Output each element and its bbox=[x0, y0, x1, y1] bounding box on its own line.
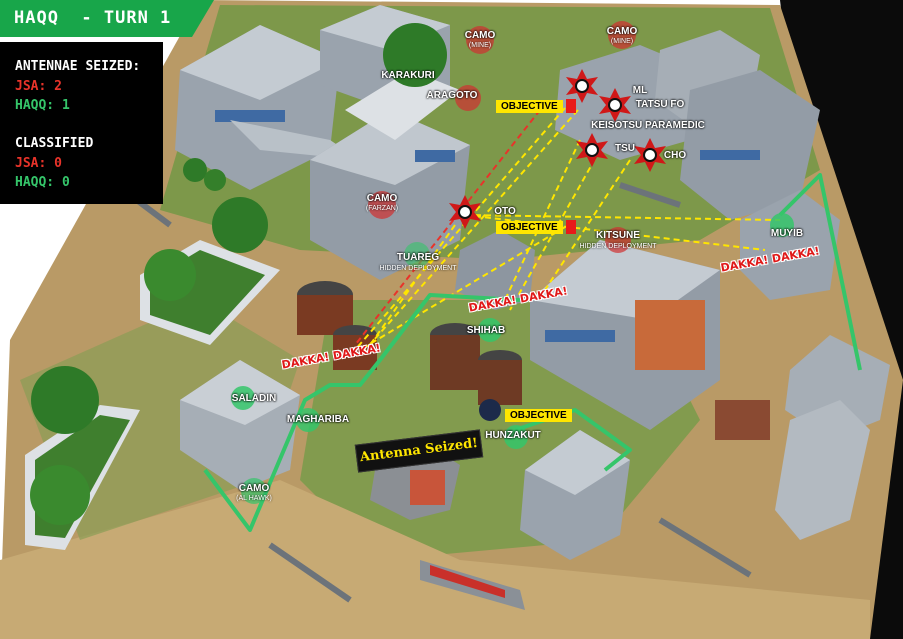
building-south bbox=[520, 430, 630, 560]
unit-markers bbox=[231, 21, 794, 504]
antennae-jsa-score: JSA: 2 bbox=[15, 79, 62, 94]
scoreboard: ANTENNAE SEIZED: JSA: 2 HAQQ: 1 CLASSIFI… bbox=[0, 42, 163, 204]
antennae-heading: ANTENNAE SEIZED: bbox=[15, 59, 141, 74]
unit-label-aragoto: ARAGOTO bbox=[426, 90, 478, 101]
classified-heading: CLASSIFIED bbox=[15, 136, 94, 151]
unit-label-tuareg: TUAREG bbox=[396, 252, 440, 263]
sand-patch-south bbox=[0, 480, 870, 639]
classified-jsa-score: JSA: 0 bbox=[15, 156, 62, 171]
unit-label-muyib: MUYIB bbox=[770, 228, 804, 239]
unit-label-tatsu-fo: TATSU FO bbox=[635, 99, 685, 110]
objective-flag bbox=[566, 220, 576, 234]
building-ne-upper bbox=[555, 30, 820, 220]
planter-west bbox=[140, 197, 280, 345]
unit-label-camo-mine: CAMO bbox=[606, 26, 638, 37]
planter-north bbox=[345, 23, 460, 140]
crate-stack bbox=[715, 400, 770, 440]
unit-label-karakuri: KARAKURI bbox=[381, 70, 435, 81]
storage-tanks-west bbox=[297, 281, 377, 370]
unit-label-kitsune: KITSUNE bbox=[596, 230, 640, 241]
unit-label-camo-hawk: CAMO bbox=[238, 483, 270, 494]
objective-label: OBJECTIVE bbox=[496, 221, 563, 234]
unit-sub-label: (AL HAWK) bbox=[236, 495, 272, 502]
unit-sub-label: (FARZAN) bbox=[365, 205, 399, 212]
unit-label-tsu: TSU bbox=[615, 143, 635, 154]
barrier-south-west bbox=[268, 542, 352, 603]
unit-sub-label: HIDDEN DEPLOYMENT bbox=[579, 243, 657, 250]
unit-label-ml: ML bbox=[632, 85, 648, 96]
unit-label-oto: OTO bbox=[494, 206, 516, 217]
skull-markers bbox=[449, 69, 666, 229]
barrier-south-east bbox=[658, 517, 752, 578]
antennae-haqq-score: HAQQ: 1 bbox=[15, 98, 70, 113]
unit-label-camo-farzan: CAMO bbox=[366, 193, 398, 204]
objective-label: OBJECTIVE bbox=[505, 409, 572, 422]
turn-title: HAQQ - TURN 1 bbox=[14, 8, 172, 28]
unit-sub-label: (MINE) bbox=[610, 38, 634, 45]
planter-southwest bbox=[25, 366, 140, 550]
unit-label-shihab: SHIHAB bbox=[466, 325, 506, 336]
unit-sub-label: HIDDEN DEPLOYMENT bbox=[379, 265, 457, 272]
unit-label-hunzakut: HUNZAKUT bbox=[485, 430, 541, 441]
objective-flag bbox=[566, 99, 576, 113]
unit-label-maghariba: MAGHARIBA bbox=[286, 414, 350, 425]
header-banner-shape bbox=[0, 0, 214, 37]
unit-label-keisotsu-paramedic: KEISOTSU PARAMEDIC bbox=[591, 120, 705, 131]
unit-label-cho: CHO bbox=[663, 150, 687, 161]
classified-haqq-score: HAQQ: 0 bbox=[15, 175, 70, 190]
storage-tanks-center bbox=[430, 323, 522, 405]
hedges-north bbox=[183, 158, 226, 191]
unit-label-camo-mine: CAMO bbox=[464, 30, 496, 41]
unit-sub-label: (MINE) bbox=[468, 42, 492, 49]
building-center-large bbox=[530, 240, 720, 430]
turn-header: HAQQ - TURN 1 bbox=[0, 0, 214, 37]
building-east bbox=[740, 190, 840, 300]
barrier-south bbox=[420, 560, 525, 610]
building-southeast bbox=[775, 335, 890, 540]
objective-label: OBJECTIVE bbox=[496, 100, 563, 113]
unit-label-saladin: SALADIN bbox=[231, 393, 277, 404]
